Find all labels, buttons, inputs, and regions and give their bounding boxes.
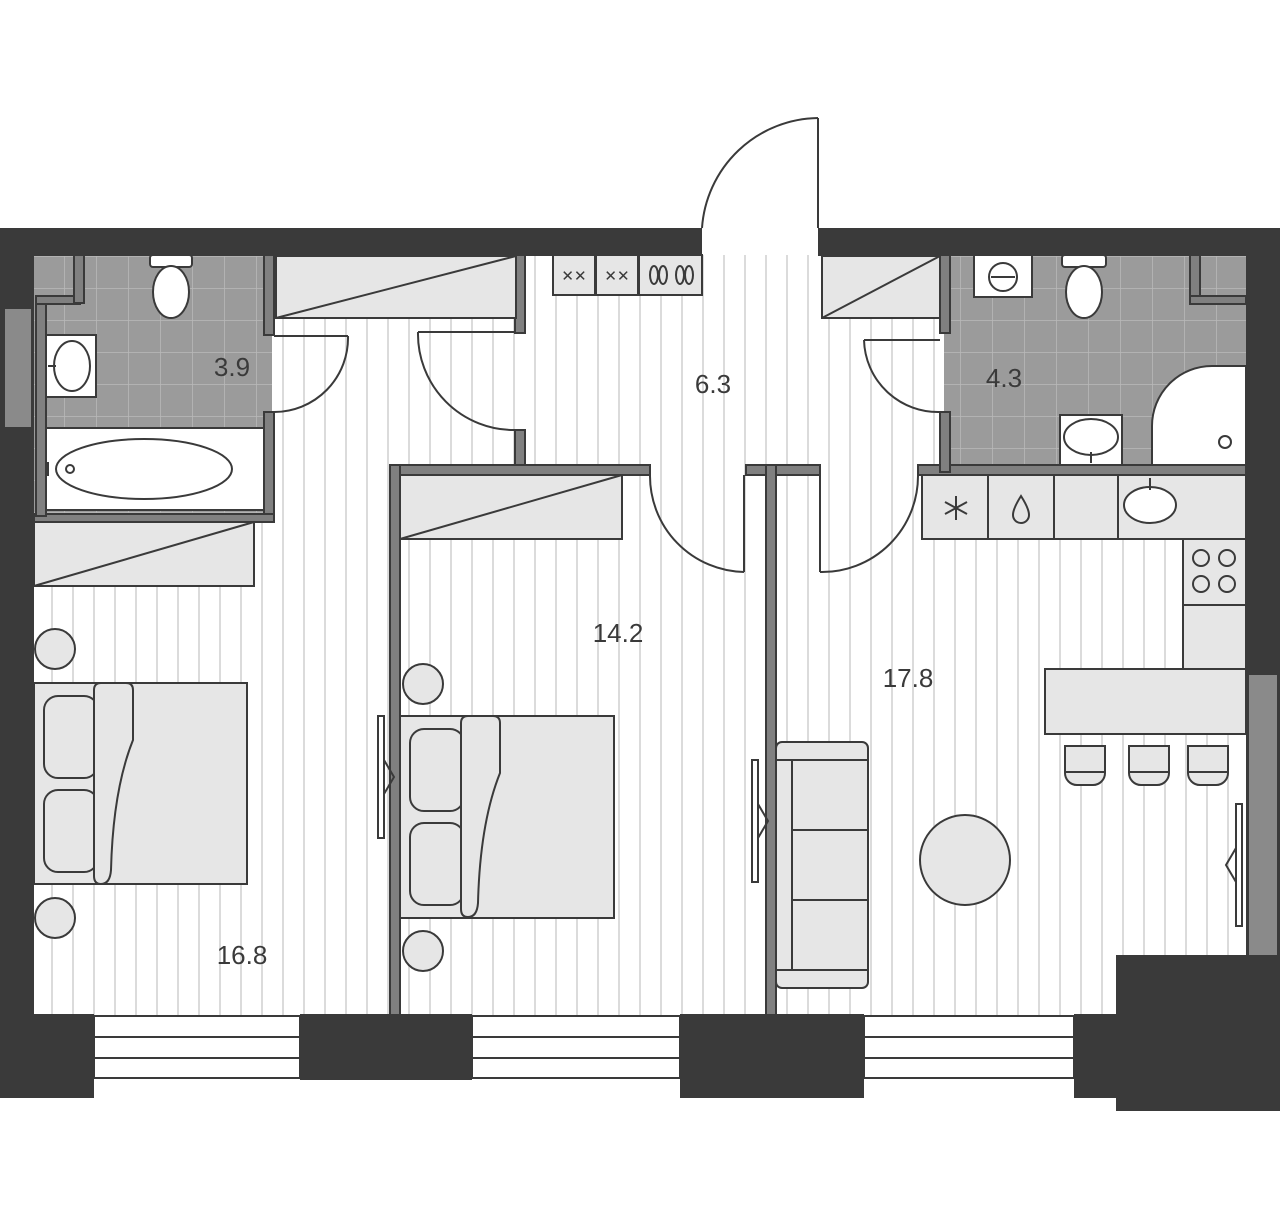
water-drop-icon <box>1011 494 1031 524</box>
stool-icon <box>1187 745 1229 786</box>
kitchen-cabinet <box>1182 604 1247 670</box>
windows <box>3 307 1279 1079</box>
bed-icon <box>399 715 615 919</box>
window-icon <box>471 1015 681 1079</box>
area-labels: 3.9 6.3 4.3 14.2 17.8 16.8 <box>214 352 1022 970</box>
sofa-icon <box>775 741 869 989</box>
window-icon <box>863 1015 1075 1079</box>
door-icon <box>273 335 350 413</box>
shower-icon <box>1151 365 1247 466</box>
toilet-icon <box>1061 254 1107 319</box>
window-icon <box>93 1015 301 1079</box>
wardrobe <box>399 474 623 540</box>
kitchen-counter <box>921 474 1247 540</box>
washing-machine-icon <box>973 254 1033 298</box>
stool-icon <box>1064 745 1106 786</box>
nightstand-icon <box>402 663 444 705</box>
area-label-bath-left: 3.9 <box>214 352 250 382</box>
shoes-icon <box>649 265 694 285</box>
doors <box>273 117 941 574</box>
kitchen-island <box>1044 668 1247 735</box>
stool-icon <box>1128 745 1170 786</box>
bathtub-icon <box>45 427 265 511</box>
door-icon <box>648 474 745 573</box>
door-icon <box>863 339 941 414</box>
sink-icon <box>45 334 97 398</box>
stove-icon <box>1182 538 1247 606</box>
fridge-icon <box>944 496 968 520</box>
toilet-icon <box>149 254 193 319</box>
wardrobes <box>33 255 941 587</box>
area-label-living-kitchen: 17.8 <box>883 663 934 693</box>
door-icon <box>701 117 819 229</box>
nightstand-icon <box>34 897 76 939</box>
wardrobe <box>821 255 941 319</box>
tv-icon <box>377 715 396 839</box>
svg-text:✕✕: ✕✕ <box>604 267 629 285</box>
kitchen-sink-icon <box>1123 478 1177 524</box>
door-icon <box>819 474 920 574</box>
svg-text:✕✕: ✕✕ <box>561 267 586 285</box>
nightstand-icon <box>34 628 76 670</box>
hall-cabinets: ✕✕ ✕✕ <box>552 254 703 296</box>
window-icon <box>3 307 33 429</box>
area-label-bedroom-left: 16.8 <box>217 940 268 970</box>
area-label-bath-right: 4.3 <box>986 363 1022 393</box>
window-icon <box>1247 673 1279 957</box>
wardrobe <box>33 521 255 587</box>
tv-icon <box>1224 803 1243 927</box>
tv-icon <box>751 759 770 883</box>
nightstand-icon <box>402 930 444 972</box>
area-label-bedroom-middle: 14.2 <box>593 618 644 648</box>
area-label-hall: 6.3 <box>695 369 731 399</box>
sink-icon <box>1059 414 1123 466</box>
bed-icon <box>33 682 248 886</box>
wardrobe <box>275 255 517 319</box>
door-icon <box>416 331 516 432</box>
table-icon <box>919 814 1011 906</box>
interior-walls <box>33 254 1247 1016</box>
